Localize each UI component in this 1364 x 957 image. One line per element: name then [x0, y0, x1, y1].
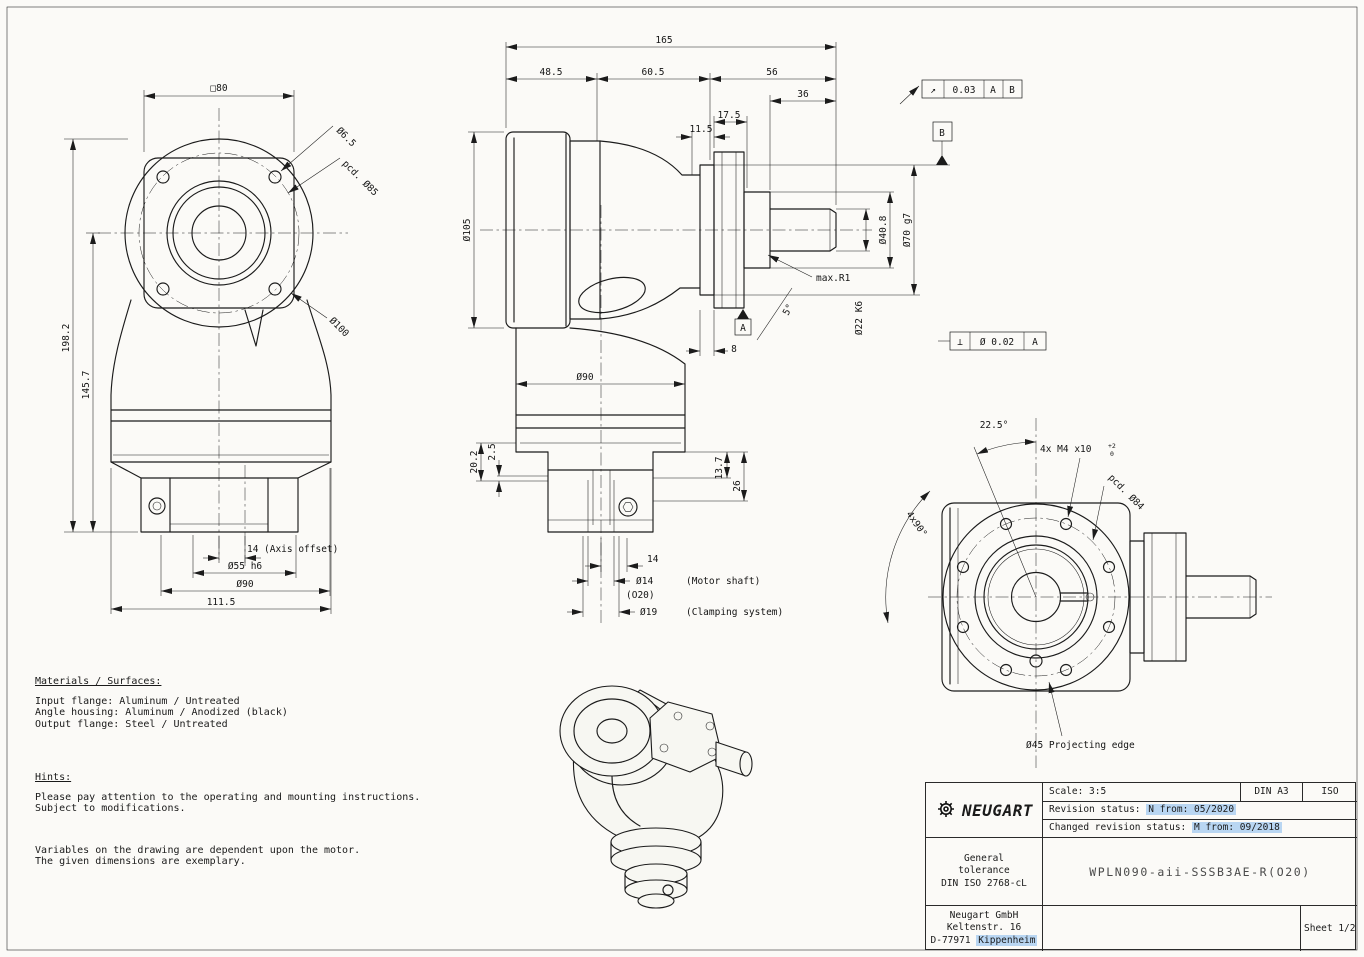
label-max-r1: max.R1 [816, 273, 851, 284]
runout-datum-2: B [1009, 85, 1015, 96]
part-number: WPLN090-aii-SSSB3AE-R(O20) [1089, 864, 1311, 879]
materials-block: Materials / Surfaces: Input flange: Alum… [35, 676, 288, 730]
logo-cell: NEUGART [926, 783, 1043, 838]
empty-cell [1043, 906, 1301, 951]
dim-side-shaft-length: 36 [797, 89, 809, 100]
side-view: 165 48.5 60.5 56 36 17.5 11.5 Ø105 Ø90 2… [462, 35, 1047, 625]
dim-side-body: Ø90 [576, 372, 593, 383]
label-clamping-system: (Clamping system) [686, 607, 783, 618]
materials-line: Output flange: Steel / Untreated [35, 718, 228, 730]
revision-status-row: Revision status: N from: 05/2020 [1043, 802, 1357, 820]
projection-standard-field: ISO [1303, 783, 1357, 802]
dim-rear-projecting-edge: Ø45 Projecting edge [1026, 740, 1135, 751]
label-motor-shaft: (Motor shaft) [686, 576, 760, 587]
dim-rear-4x90: 4x90° [904, 509, 929, 539]
tolerance-line: tolerance [958, 865, 1010, 877]
hints-line: Variables on the drawing are dependent u… [35, 844, 361, 856]
tolerance-line: General [963, 852, 1005, 864]
rear-view: 22.5° 4x M4 x10 +2 0 pcd. Ø84 4x90° Ø45 … [883, 418, 1272, 768]
company-cell: Neugart GmbH Keltenstr. 16 D-77971 Kippe… [926, 906, 1043, 951]
dim-front-axis-offset: 14 [247, 544, 259, 555]
dim-side-len1: 48.5 [540, 67, 563, 78]
perpendicularity-value: Ø 0.02 [980, 337, 1014, 348]
hints-line: Please pay attention to the operating an… [35, 791, 421, 803]
front-view: □80 198.2 145.7 Ø6.5 pcd. Ø85 Ø100 14 (A… [61, 83, 380, 614]
dim-side-14: 14 [647, 554, 659, 565]
company-city: D-77971 Kippenheim [930, 934, 1038, 946]
changed-revision-row: Changed revision status: M from: 09/2018 [1043, 820, 1357, 838]
dim-side-d40: Ø40.8 [878, 215, 889, 244]
datum-b-flag: B [939, 128, 945, 139]
dim-rear-22-5: 22.5° [980, 420, 1009, 431]
label-axis-offset: (Axis offset) [264, 544, 338, 555]
gear-icon [935, 798, 957, 823]
dim-front-height-total: 198.2 [61, 324, 72, 353]
dim-side-motor-shaft: Ø14 [636, 576, 653, 587]
materials-title: Materials / Surfaces: [35, 676, 162, 687]
dim-side-26: 26 [732, 480, 743, 492]
title-block: NEUGART Scale: 3:5 DIN A3 ISO Revision s… [925, 782, 1357, 951]
dim-side-8: 8 [731, 344, 737, 355]
hints-block: Hints: Please pay attention to the opera… [35, 772, 420, 868]
dim-side-5deg: 5° [781, 302, 796, 317]
materials-line: Input flange: Aluminum / Untreated [35, 695, 240, 707]
dim-front-pilot: Ø55 h6 [228, 561, 263, 572]
label-o20: (O20) [626, 590, 655, 601]
hints-line: Subject to modifications. [35, 803, 186, 814]
dim-side-11-5: 11.5 [690, 124, 713, 135]
dim-side-13-7: 13.7 [714, 457, 725, 480]
runout-symbol: ↗ [930, 85, 936, 96]
general-tolerance-cell: General tolerance DIN ISO 2768-cL [926, 838, 1043, 906]
dim-side-20-2: 20.2 [469, 451, 480, 474]
dim-rear-thread-tol-upper: +2 [1108, 442, 1116, 450]
company-name: Neugart GmbH [949, 909, 1019, 921]
company-street: Keltenstr. 16 [946, 922, 1022, 934]
dim-side-d70: Ø70 g7 [902, 213, 913, 247]
dim-rear-thread-tol-lower: 0 [1110, 450, 1114, 458]
dim-side-2-5: 2.5 [487, 443, 498, 460]
dim-side-17-5: 17.5 [718, 110, 741, 121]
revision-status-value: N from: 05/2020 [1146, 804, 1237, 815]
dim-side-d105: Ø105 [462, 219, 473, 242]
dim-side-d22: Ø22 K6 [854, 301, 865, 336]
dim-front-pcd: pcd. Ø85 [340, 158, 380, 198]
dim-front-height-axis: 145.7 [81, 371, 92, 400]
brand-logo-text: NEUGART [962, 800, 1033, 820]
hints-line: The given dimensions are exemplary. [35, 856, 246, 867]
dim-front-width: 111.5 [207, 597, 236, 608]
dim-side-len2: 60.5 [642, 67, 665, 78]
tolerance-line: DIN ISO 2768-cL [941, 877, 1027, 889]
sheet-number-cell: Sheet 1/2 [1304, 923, 1356, 934]
changed-revision-label: Changed revision status: [1049, 822, 1187, 833]
sheet-border [6, 6, 1358, 951]
perpendicularity-symbol: ⊥ [957, 337, 963, 348]
dim-side-total-length: 165 [655, 35, 672, 46]
datum-a-flag: A [740, 323, 746, 334]
isometric-view [559, 685, 753, 909]
materials-line: Angle housing: Aluminum / Anodized (blac… [35, 707, 288, 718]
dim-rear-thread: 4x M4 x10 [1040, 444, 1092, 455]
perpendicularity-datum: A [1032, 337, 1038, 348]
dim-front-square: □80 [210, 83, 227, 94]
changed-revision-value: M from: 09/2018 [1192, 822, 1282, 833]
dim-side-clamp: Ø19 [640, 607, 657, 618]
dim-front-outer: Ø100 [327, 315, 351, 339]
revision-status-label: Revision status: [1049, 804, 1141, 815]
runout-datum-1: A [990, 85, 996, 96]
runout-value: 0.03 [953, 85, 976, 96]
dim-front-bolt-hole: Ø6.5 [334, 125, 358, 149]
paper-size-field: DIN A3 [1241, 783, 1303, 802]
scale-field: Scale: 3:5 [1043, 783, 1241, 802]
hints-title: Hints: [35, 772, 72, 783]
dim-side-len3: 56 [766, 67, 778, 78]
part-number-cell: WPLN090-aii-SSSB3AE-R(O20) [1043, 838, 1357, 906]
dim-front-body: Ø90 [236, 579, 253, 590]
